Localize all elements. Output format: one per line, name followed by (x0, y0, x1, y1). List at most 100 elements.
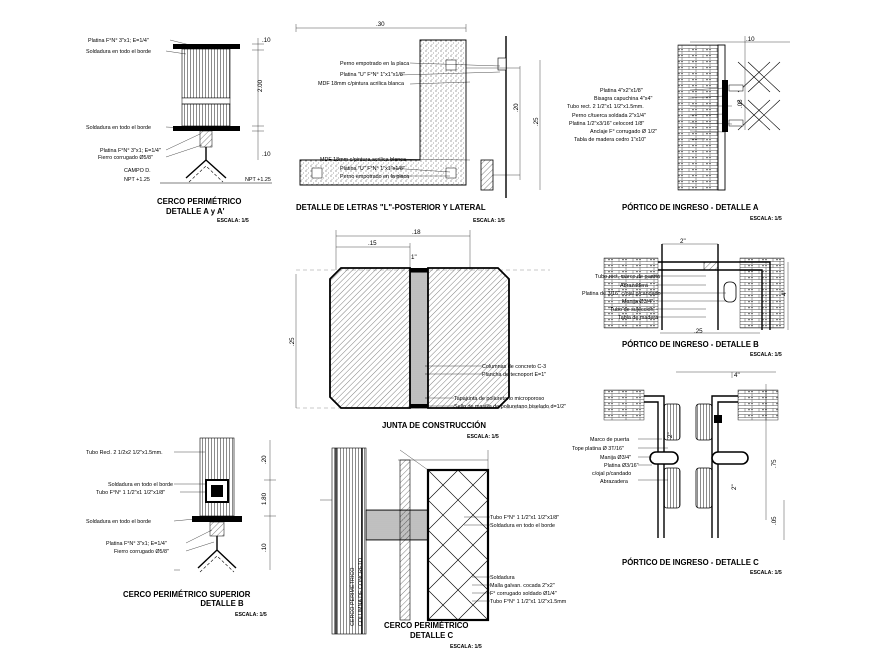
dim-top: .10 (262, 37, 271, 44)
connector-tube (365, 509, 429, 541)
dim-column: .15 (368, 240, 377, 247)
title-line-2: DETALLE B (200, 599, 244, 608)
dim-bottom: .10 (261, 543, 268, 552)
label-weld-top: Soldadura en todo el borde (86, 49, 151, 55)
label-plate-cord: Platina 1/2"x3/16" celocord 1/8" (569, 121, 644, 127)
scale: ESCALA: 1/5 (750, 352, 782, 358)
dim-width: .30 (376, 21, 385, 28)
label-tube: Tubo rect. 2 1/2"x1 1/2"x1.5mm. (567, 104, 644, 110)
dim-side: 4" (781, 290, 788, 296)
label-plate: Platina de 3/16" c/ojal p/candado (582, 291, 661, 297)
label-ojal: c/ojal p/candado (592, 471, 631, 477)
label-soldadura: Soldadura (490, 575, 515, 581)
dim-depth: .25 (289, 337, 296, 346)
column-left (329, 267, 411, 409)
dim-outer: .25 (533, 117, 540, 126)
dim-inner: .20 (513, 103, 520, 112)
label-tube-bottom: Tubo F°N° 1 1/2"x1 1/2"x1.5mm (490, 599, 567, 605)
top-plate (173, 44, 240, 49)
dim-bottom: .10 (262, 151, 271, 158)
bottom-plate (192, 516, 242, 522)
dim-bottom: .25 (694, 328, 703, 335)
label-corrugado: F° corrugado soldado Ø1/4" (490, 591, 557, 597)
dim-total: .18 (412, 229, 421, 236)
dim-top: .10 (746, 36, 755, 43)
dim-top: 4" (734, 372, 740, 379)
mesh-panel (199, 437, 235, 517)
diamond-mesh (427, 469, 489, 621)
label-tubo-sujecion: Tubo de sujección (610, 307, 654, 313)
label-sello: Sello de masilla de poliuretano biselado… (454, 404, 566, 410)
scale: ESCALA: 1/5 (467, 434, 499, 440)
frame-left (644, 395, 665, 538)
label-bolt-bottom: Perno empotrado en la placa (340, 174, 409, 180)
detail-portico-c: 4" 2" 2" .75 .05 Marco de puerta Tope pl… (572, 371, 785, 576)
label-tapajunta: Tapajunta de poliuretano microporoso (454, 396, 544, 402)
label-weld-bottom: Soldadura en todo el borde (86, 125, 151, 131)
label-mdf-bottom: MDF 18mm c/pintura acrilica blanca (320, 157, 406, 163)
label-board: Tabla de madera cedro 1"x10" (574, 137, 646, 143)
dim-top: 2" (680, 238, 686, 245)
title-line-2: DETALLE A y A' (166, 207, 225, 216)
label-plate-bottom: Platina F°N° 3"x1; E=1/4" (100, 148, 161, 154)
mesh-lower (181, 103, 231, 127)
scale: ESCALA: 1/5 (217, 218, 249, 224)
label-tabla: Tabla de madera (618, 315, 658, 321)
label-tube: Tubo rect. marco de puerta (595, 274, 660, 280)
detail-junta: .18 .15 1" .25 Columnas de concreto C-3 … (289, 229, 566, 440)
label-weld-1: Soldadura en todo el borde (108, 482, 173, 488)
dim-joint: 1" (411, 254, 417, 261)
label-bolt-top: Perno empotrado en la placa (340, 61, 409, 67)
detail-cerco-a: .10 2.00 .10 Platina F°N° 3"x1; E=1/4" S… (86, 37, 272, 224)
rebar-anchor (185, 147, 227, 179)
dim-height: 1.80 (261, 492, 268, 505)
dim-top: .20 (261, 455, 268, 464)
label-tope: Tope platina Ø 3T/16" (572, 446, 624, 452)
label-columns: Columnas de concreto C-3 (482, 364, 546, 370)
label-plate: Platina F°N° 3"x1; E=1/4" (106, 541, 167, 547)
title: PÓRTICO DE INGRESO - DETALLE B (622, 340, 759, 349)
title-line-1: CERCO PERIMÉTRICO SUPERIOR (123, 590, 251, 599)
title: JUNTA DE CONSTRUCCIÓN (382, 421, 486, 430)
wall-section (677, 44, 719, 191)
label-rebar: Fierro corrugado Ø5/8" (114, 549, 169, 555)
label-tecnoport: Plancha de tecnoport E=1" (482, 372, 546, 378)
padlock-plate (711, 451, 749, 465)
side-text-columna: COLUMNA DE CONCRETO (358, 558, 364, 626)
dim-mid: 2" (731, 484, 738, 490)
side-text-cerco: CERCO PERIMÉTRICO (349, 568, 356, 626)
label-abrazadera: Abrazadera (620, 283, 648, 289)
dim-side: .75 (771, 459, 778, 468)
dim-left: 2" (667, 432, 674, 438)
label-malla: Malla galvan. cocada 2"x2" (490, 583, 555, 589)
detail-letters-l: .30 .20 .25 Perno empotrado en la placa … (295, 21, 541, 224)
label-plate: Platina 4"x2"x1/8" (600, 88, 643, 94)
level-campo: CAMPO D. (124, 168, 151, 174)
column-right (427, 267, 510, 409)
scale: ESCALA: 1/5 (473, 218, 505, 224)
label-anchor: Anclaje F° corrugado Ø 1/2" (590, 129, 657, 135)
label-abrazadera: Abrazadera (600, 479, 628, 485)
level-npt-right: NPT +1.25 (245, 177, 271, 183)
detail-portico-b: 2" 4" .25 Tubo rect. marco de puerta Abr… (582, 238, 789, 358)
title: PÓRTICO DE INGRESO - DETALLE C (622, 558, 759, 567)
level-npt-left: NPT +1.25 (124, 177, 150, 183)
scale: ESCALA: 1/5 (235, 612, 267, 618)
label-platina: Platina Ø3/16" (604, 463, 639, 469)
label-marco: Marco de puerta (590, 437, 629, 443)
label-mdf-top: MDF 18mm c/pintura acrilica blanca (318, 81, 404, 87)
title-line-1: CERCO PERIMÉTRICO (384, 621, 468, 630)
label-tube-top: Tubo F°N° 1 1/2"x1 1/2"x1/8" (490, 515, 559, 521)
frame-profile (658, 261, 771, 330)
label-hinge: Bisagra capuchina 4"x4" (594, 96, 652, 102)
dim-height: 2.00 (257, 79, 264, 92)
concrete-column (331, 447, 367, 635)
label-channel-top: Platina "U" F°N° 1"x1"x1/8" (340, 72, 405, 78)
scale: ESCALA: 1/5 (750, 570, 782, 576)
label-bolt: Perno c/tuerca soldada 2"x1/4" (572, 113, 646, 119)
title-line-2: DETALLE C (410, 631, 454, 640)
detail-portico-a: .10 .05 Platina 4"x2"x1/8" Bisagra capuc… (567, 36, 790, 222)
title-line-1: CERCO PERIMÉTRICO (157, 197, 241, 206)
title: DETALLE DE LETRAS "L"-POSTERIOR Y LATERA… (296, 203, 486, 212)
